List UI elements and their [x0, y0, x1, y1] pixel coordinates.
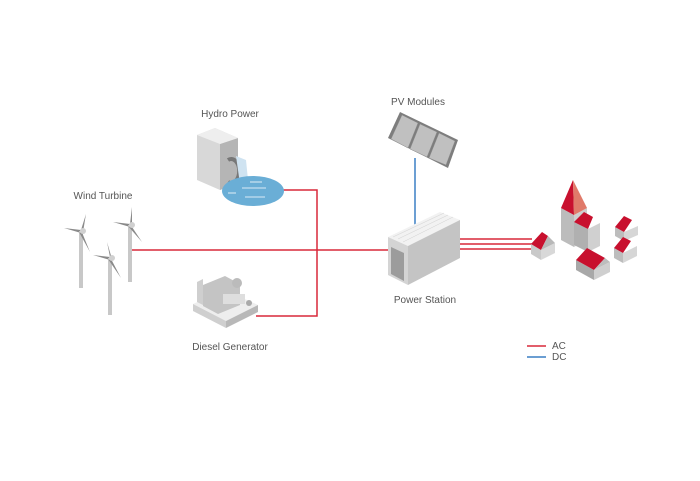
turbine-tower	[108, 259, 112, 315]
wind-turbine-1	[64, 214, 90, 288]
hydro-power-icon	[197, 128, 284, 206]
diesel-generator-icon	[193, 276, 258, 328]
turbine-blades	[113, 207, 142, 242]
turbine-tower	[79, 232, 83, 288]
wind-turbine-3	[93, 242, 121, 315]
turbine-blades	[64, 214, 90, 252]
turbine-hub	[80, 228, 86, 234]
legend: AC DC	[527, 341, 566, 363]
turbine-hub	[109, 255, 115, 261]
ac-lines	[131, 189, 532, 317]
diesel-generator-label: Diesel Generator	[192, 342, 268, 353]
church	[561, 180, 600, 252]
power-station-icon	[388, 212, 460, 285]
house-long	[576, 248, 610, 280]
house-small-left	[531, 232, 555, 260]
power-station-label: Power Station	[394, 295, 456, 306]
house-right-top	[615, 216, 638, 241]
turbine-hub	[129, 222, 135, 228]
legend-ac-label: AC	[552, 341, 566, 352]
pv-modules-icon	[388, 112, 458, 168]
hydro-water-pond	[222, 176, 284, 206]
legend-dc-label: DC	[552, 352, 566, 363]
village-icon	[531, 180, 638, 280]
hydro-diesel-bus-line	[256, 189, 318, 317]
house-right-bottom	[614, 237, 637, 263]
pv-modules-label: PV Modules	[391, 97, 445, 108]
wind-turbines	[64, 207, 142, 315]
turbine-tower	[128, 226, 132, 282]
turbine-blades	[93, 242, 121, 278]
wind-turbine-2	[113, 207, 142, 282]
hydro-power-label: Hydro Power	[201, 109, 259, 120]
wind-turbine-label: Wind Turbine	[74, 191, 133, 202]
